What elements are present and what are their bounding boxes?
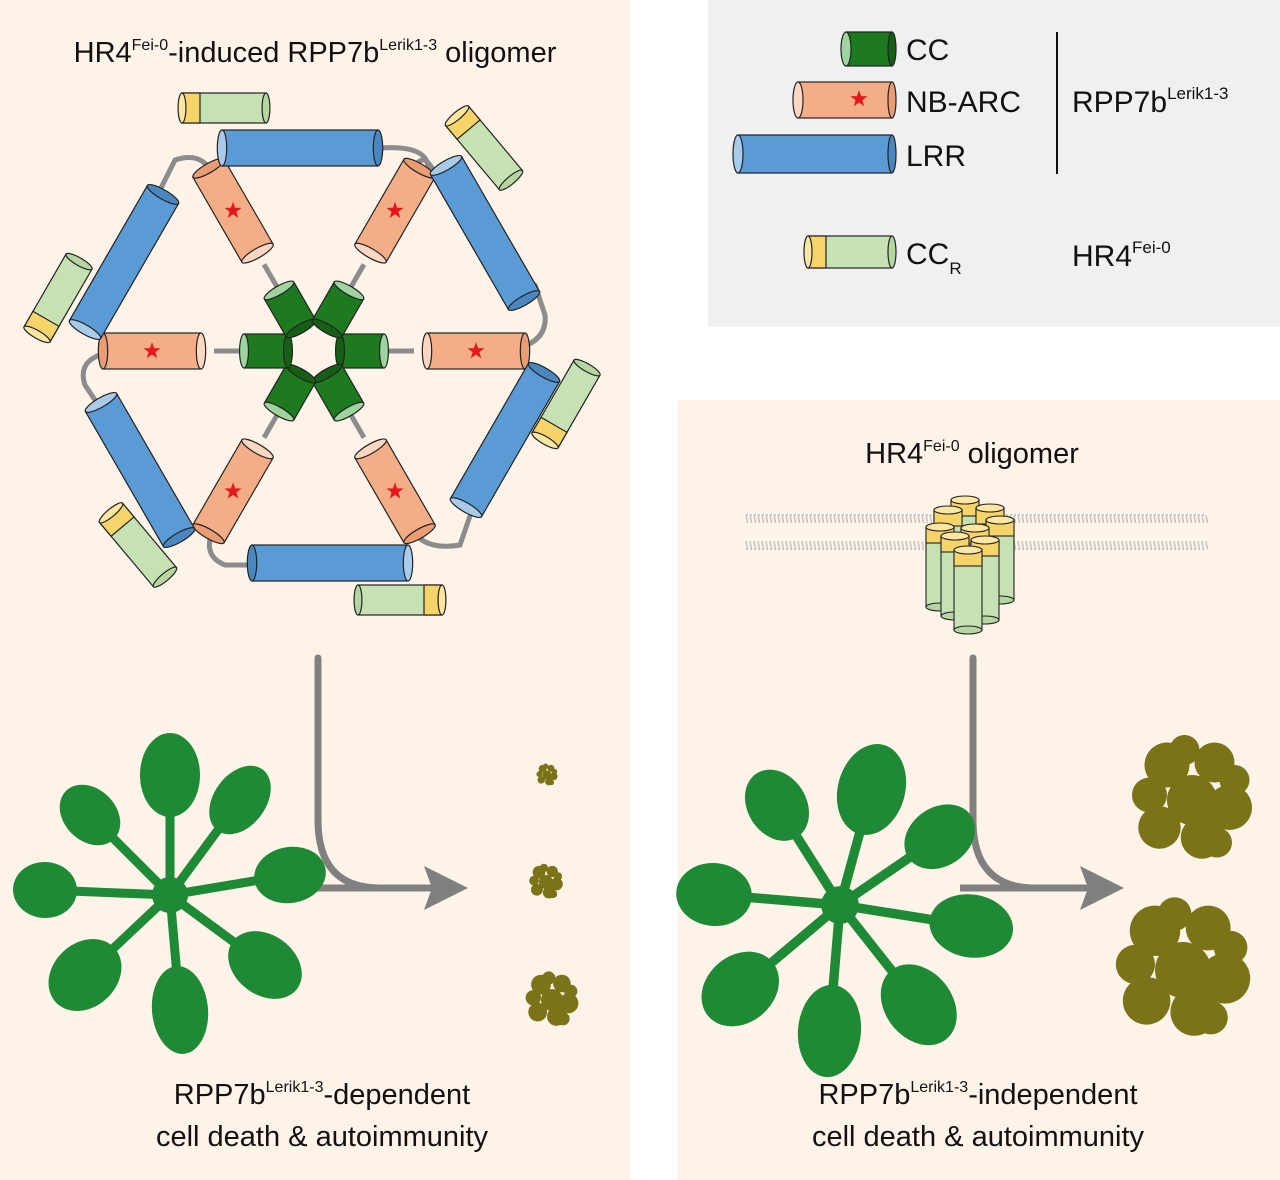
healthy-plant — [13, 733, 326, 1054]
ccr-domain — [98, 502, 178, 588]
cc-domain — [311, 280, 365, 339]
dead-plants-right — [1115, 735, 1252, 1036]
healthy-plant-left — [13, 733, 326, 1054]
cc-domain — [263, 280, 317, 339]
nbarc-domain — [354, 157, 436, 264]
ccr-domain — [23, 252, 93, 344]
right-arrow — [969, 654, 1089, 892]
left-title: HR4Fei-0-induced RPP7bLerik1-3 oligomer — [74, 37, 557, 69]
lrr-domain — [449, 361, 561, 519]
dead-plants-left — [525, 763, 579, 1026]
lrr-domain — [429, 154, 541, 312]
legend-lrr-label: LRR — [906, 140, 966, 173]
cc-domain — [334, 333, 390, 369]
legend-group1-label: RPP7bLerik1-3 — [1072, 84, 1228, 119]
hr4-oligomer — [925, 495, 1015, 635]
nbarc-domain — [192, 438, 274, 545]
legend-lrr-icon — [732, 134, 897, 174]
hr4-ccr-cylinder — [985, 515, 1015, 605]
legend-cc-icon — [840, 31, 897, 67]
dead-plant — [529, 863, 563, 899]
nbarc-domain — [192, 157, 274, 264]
ccr-domain — [177, 92, 271, 124]
lrr-domain — [68, 183, 180, 341]
dead-plant — [1115, 897, 1251, 1036]
legend-cc-label: CC — [906, 34, 949, 67]
cc-domain — [263, 363, 317, 422]
lrr-domain — [216, 129, 384, 167]
legend-group2-label: HR4Fei-0 — [1072, 238, 1171, 273]
dead-plant — [525, 971, 579, 1026]
linker-loop — [377, 145, 431, 171]
right-caption: RPP7bLerik1-3-independent — [818, 1079, 1137, 1111]
legend-ccr-icon — [803, 235, 897, 269]
nbarc-domain — [97, 332, 207, 370]
left-arrow — [314, 654, 434, 892]
healthy-plant — [676, 744, 1014, 1078]
left-caption-line2: cell death & autoimmunity — [156, 1121, 489, 1153]
legend-nbarc-label: NB-ARC — [906, 86, 1021, 119]
left-arrow-head — [424, 866, 468, 910]
right-caption-line2: cell death & autoimmunity — [812, 1121, 1145, 1153]
healthy-plant-right — [676, 744, 1014, 1078]
hr4-ccr-cylinder — [953, 545, 983, 635]
nbarc-domain — [421, 332, 531, 370]
lrr-domain — [84, 391, 196, 549]
ccr-domain — [444, 105, 524, 191]
nbarc-domain — [354, 438, 436, 545]
right-title: HR4Fei-0 oligomer — [865, 438, 1079, 470]
lrr-domain — [246, 544, 414, 582]
ccr-domain — [353, 584, 447, 616]
legend-ccr-label: CCR — [906, 238, 962, 278]
right-arrow-head — [1080, 866, 1124, 910]
rpp7b-oligomer — [23, 92, 601, 616]
dead-plant — [1132, 735, 1252, 859]
cc-domain — [238, 333, 294, 369]
ccr-domain — [531, 358, 601, 450]
dead-plant — [536, 763, 558, 786]
legend-nbarc-icon — [792, 81, 897, 119]
cc-domain — [311, 363, 365, 422]
left-caption: RPP7bLerik1-3-dependent — [174, 1079, 470, 1111]
